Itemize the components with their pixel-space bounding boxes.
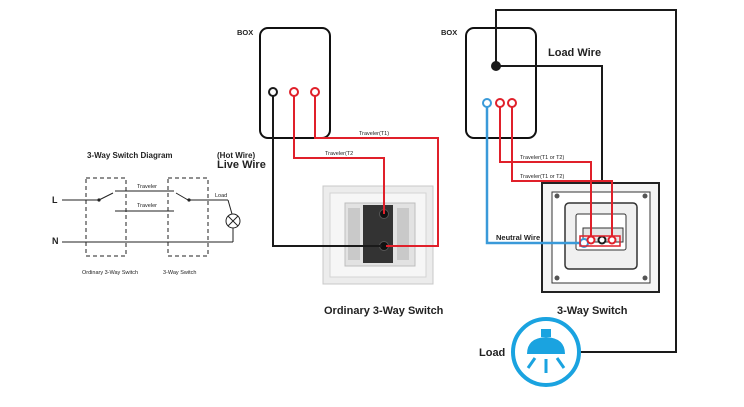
traveler-b-label: Traveler(T1 or T2) <box>520 174 564 180</box>
ordinary-switch-caption: Ordinary 3-Way Switch <box>324 305 444 317</box>
middle-box-label: BOX <box>237 28 253 37</box>
three-way-switch-wiring: BOX Load Wire <box>441 9 677 387</box>
middle-terminal-t2 <box>289 87 299 97</box>
right-terminal-t1 <box>495 98 505 108</box>
schematic-traveler-bottom: Traveler <box>137 203 157 209</box>
three-way-switch-caption: 3-Way Switch <box>557 305 628 317</box>
schematic-load-label: Load <box>215 193 227 199</box>
traveler-t1-label: Traveler(T1) <box>359 131 389 137</box>
right-terminal-neutral <box>482 98 492 108</box>
line-label: L <box>52 195 58 205</box>
ordinary-switch-wiring: BOX (Hot Wire) Live Wire Traveler(T1) Tr… <box>217 27 444 317</box>
ordinary-switch-image <box>322 185 434 285</box>
lamp-icon <box>225 213 241 229</box>
traveler-a-label: Traveler(T1 or T2) <box>520 155 564 161</box>
schematic-switch1-box <box>85 177 127 257</box>
neutral-label: N <box>52 236 59 246</box>
load-wire-label: Load Wire <box>548 47 601 59</box>
schematic-switch2-caption: 3-Way Switch <box>163 270 196 276</box>
schematic-title: 3-Way Switch Diagram <box>87 151 173 160</box>
schematic-switch2-box <box>167 177 209 257</box>
right-box-label: BOX <box>441 28 457 37</box>
load-label: Load <box>479 347 505 359</box>
live-wire-label: Live Wire <box>217 159 266 171</box>
schematic-diagram: 3-Way Switch Diagram L N Traveler Travel… <box>52 151 241 276</box>
three-way-switch-image <box>541 182 660 293</box>
schematic-switch1-caption: Ordinary 3-Way Switch <box>82 270 138 276</box>
hot-wire-label: (Hot Wire) <box>217 151 255 160</box>
middle-terminal-t1 <box>310 87 320 97</box>
neutral-wire-label: Neutral Wire <box>496 233 540 242</box>
middle-terminal-common <box>268 87 278 97</box>
right-load-terminal <box>491 61 501 71</box>
load-bulb-icon <box>511 317 581 387</box>
traveler-t2-label: Traveler(T2 <box>325 151 353 157</box>
right-terminal-t2 <box>507 98 517 108</box>
schematic-traveler-top: Traveler <box>137 184 157 190</box>
